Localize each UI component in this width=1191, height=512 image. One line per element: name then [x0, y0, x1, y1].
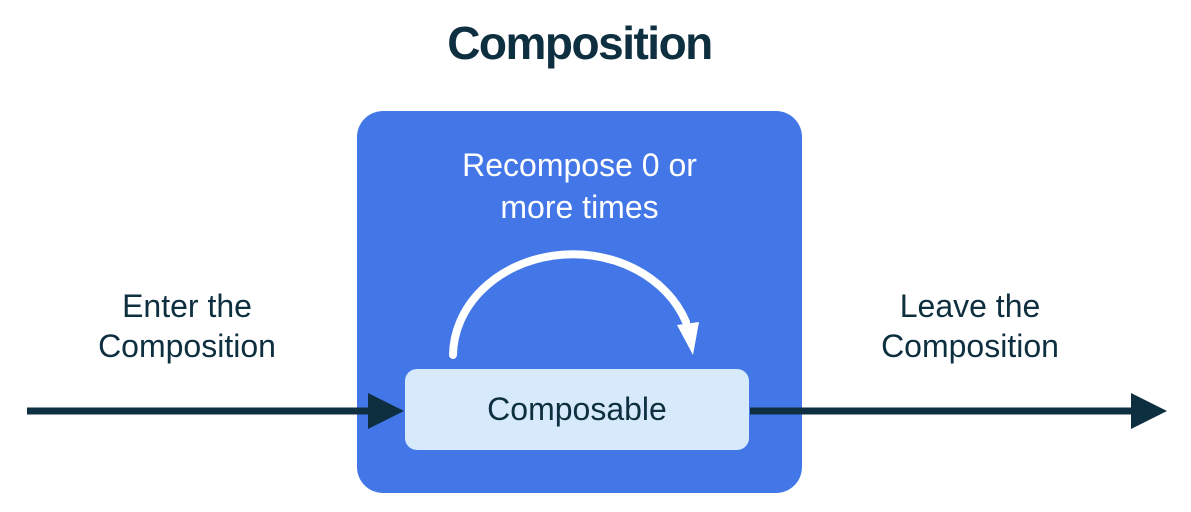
enter-arrow-icon	[27, 393, 404, 429]
leave-arrowhead-icon	[1131, 393, 1167, 429]
composable-label: Composable	[487, 391, 667, 427]
diagram-title: Composition	[447, 17, 713, 69]
composable-box: Composable	[405, 369, 749, 450]
recompose-label: Recompose 0 or more times	[462, 147, 697, 225]
enter-composition-label: Enter the Composition	[98, 288, 276, 364]
leave-composition-label: Leave the Composition	[881, 288, 1059, 364]
leave-arrow-icon	[750, 393, 1167, 429]
